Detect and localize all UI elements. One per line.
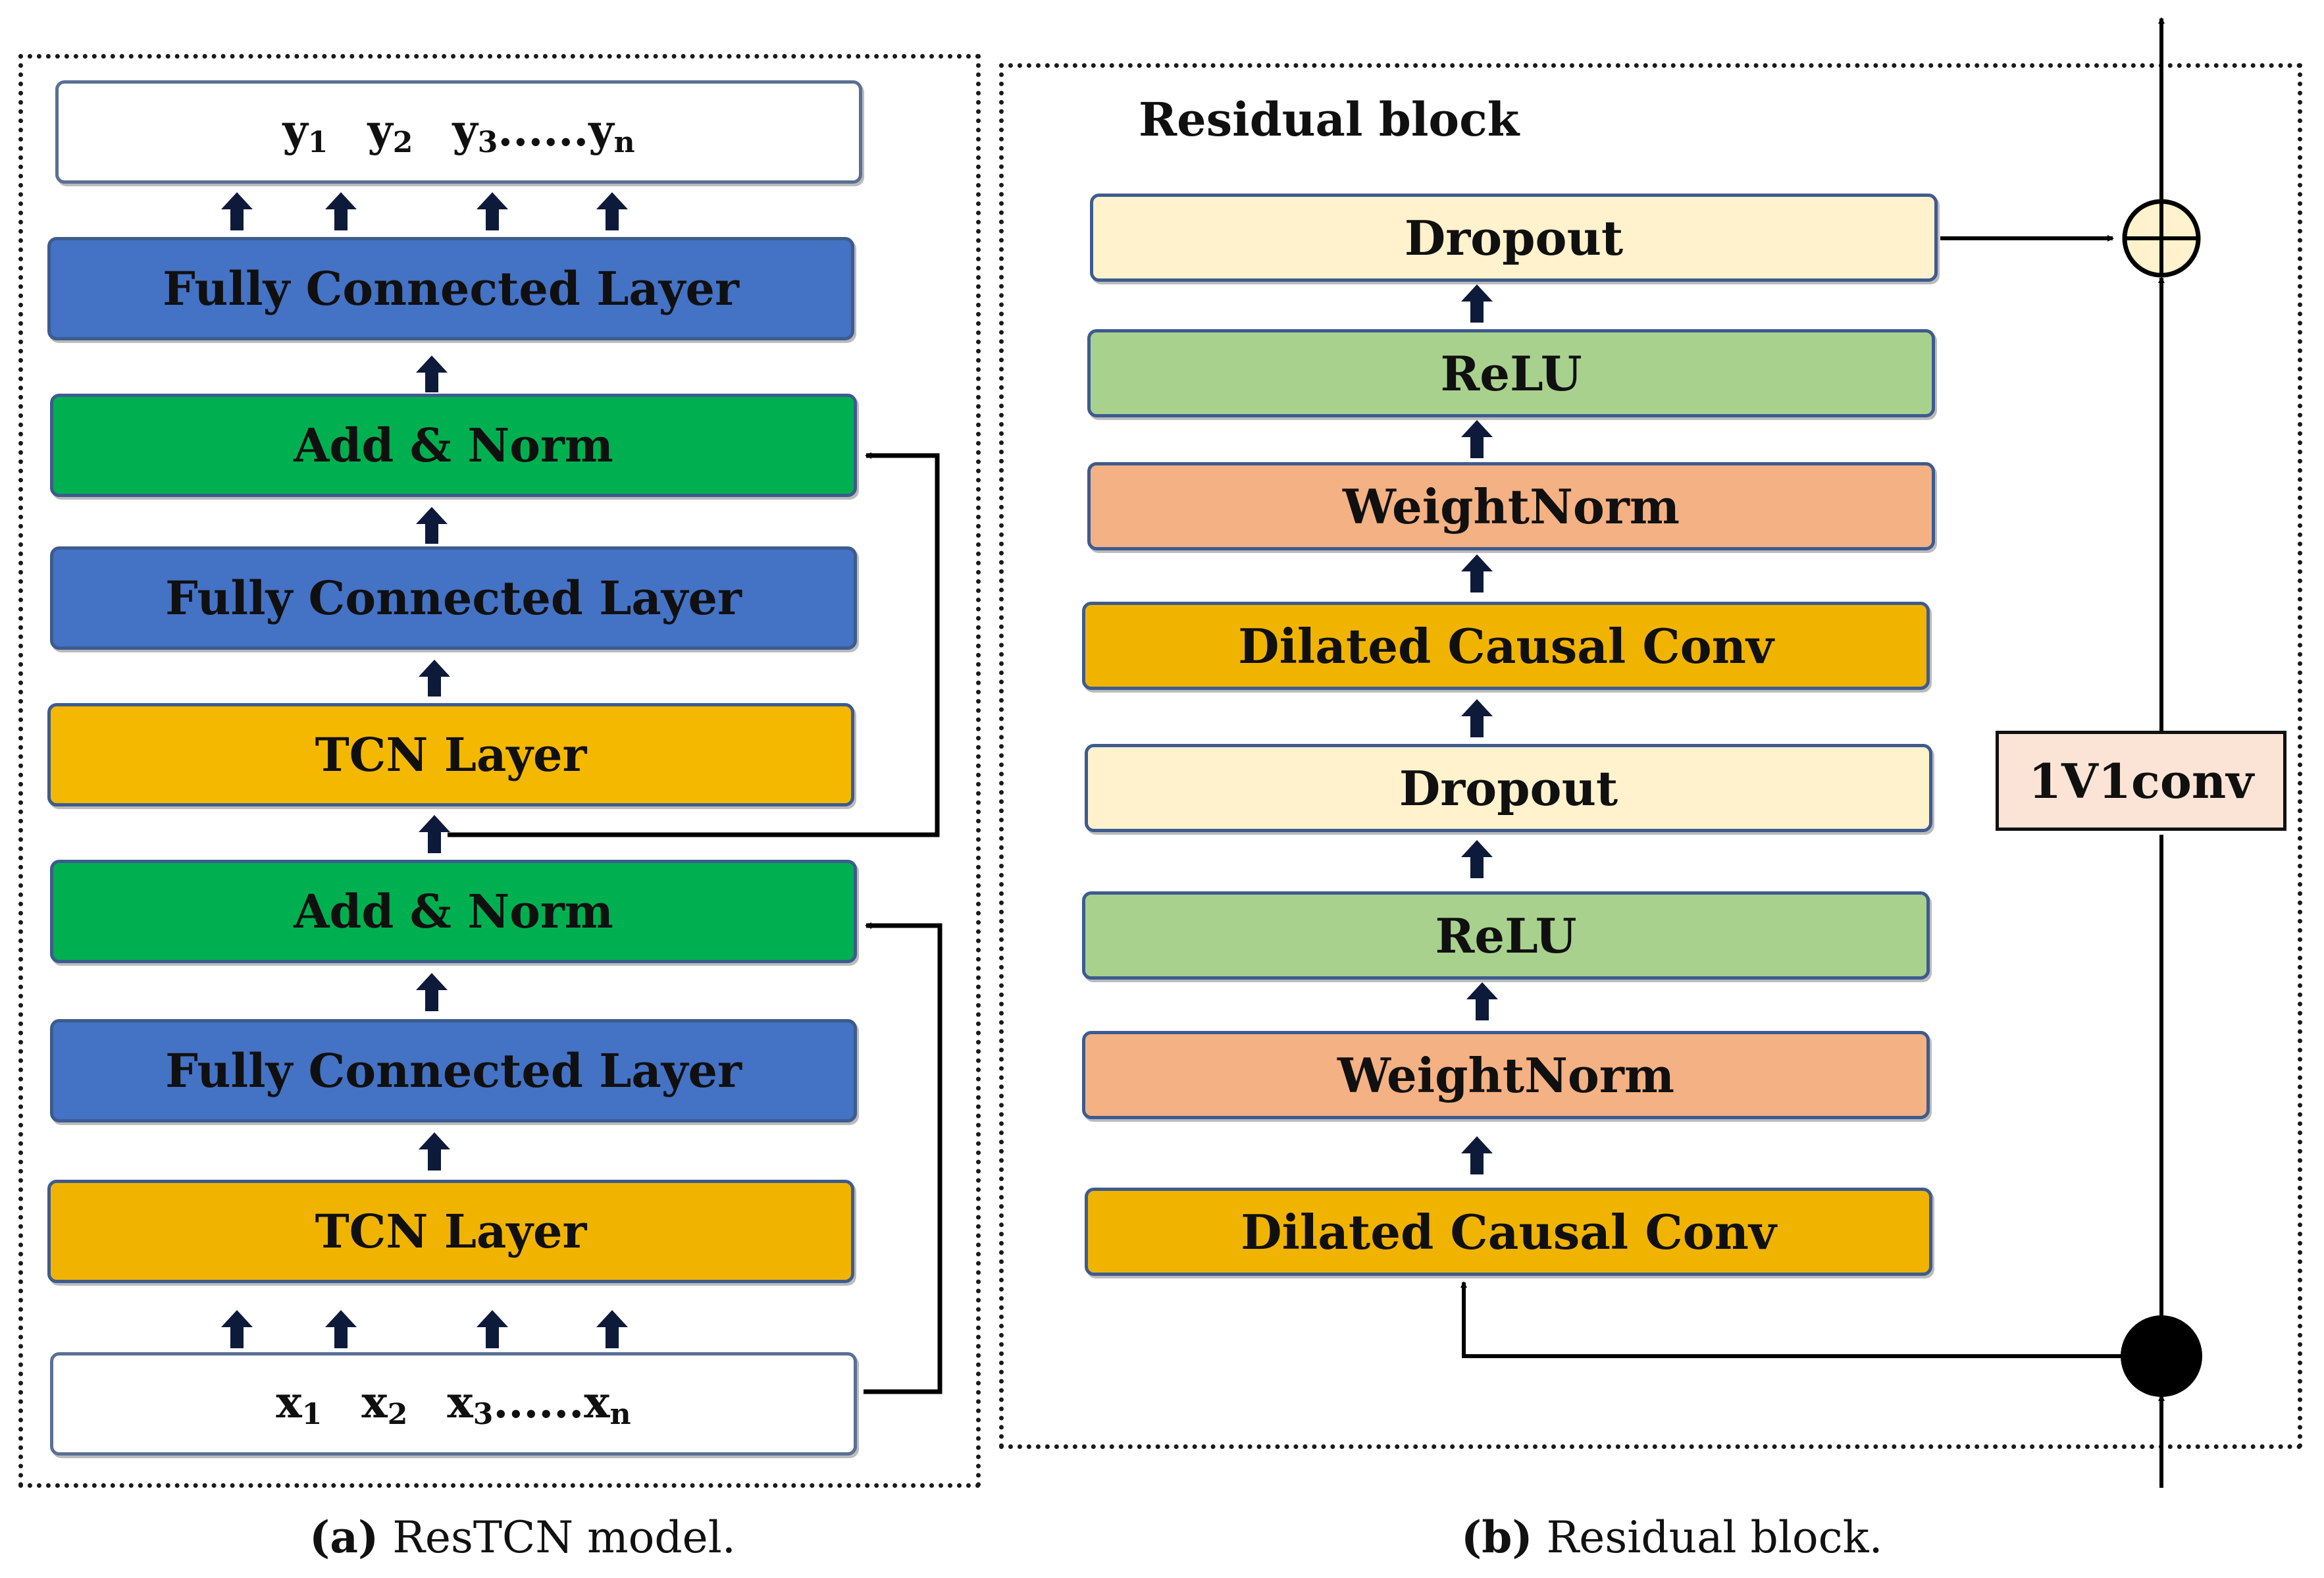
- up-arrow-icon: [419, 660, 450, 697]
- b-weightnorm-1: WeightNorm: [1082, 1031, 1930, 1119]
- up-arrow-icon: [1461, 840, 1493, 878]
- panel-a-frame: [18, 54, 981, 1488]
- a-fully-connected-layer-2: Fully Connected Layer: [50, 546, 857, 650]
- panel-b-frame: [999, 63, 2302, 1449]
- residual-connection-2: [448, 452, 940, 837]
- up-arrow-icon: [1461, 420, 1493, 458]
- b-dilated-causal-conv-1: Dilated Causal Conv: [1085, 1188, 1932, 1276]
- a-tcn-layer-1: TCN Layer: [47, 1180, 854, 1283]
- a-tcn-layer-2: TCN Layer: [47, 703, 854, 806]
- b-dilated-causal-conv-2: Dilated Causal Conv: [1082, 602, 1930, 690]
- main-path-input-line: [1460, 1281, 2151, 1358]
- up-arrow-icon: [416, 973, 448, 1011]
- a-add-norm-1: Add & Norm: [50, 860, 857, 963]
- caption-a: (a) ResTCN model.: [309, 1512, 736, 1563]
- up-arrow-icon: [1461, 284, 1493, 323]
- b-up-arrows: [1461, 284, 1498, 1174]
- up-arrow-icon: [596, 192, 628, 230]
- b-dropout-1: Dropout: [1085, 744, 1932, 832]
- input-x1: x1: [276, 1377, 323, 1431]
- up-arrow-icon: [1461, 699, 1493, 737]
- residual-connection-1: [864, 922, 943, 1394]
- a-add-norm-2: Add & Norm: [50, 394, 857, 497]
- up-arrow-icon: [1461, 554, 1493, 592]
- b-dropout-2: Dropout: [1090, 194, 1938, 282]
- up-arrow-icon: [416, 355, 448, 392]
- output-y2: y2: [367, 105, 413, 159]
- up-arrow-icon: [477, 1310, 508, 1348]
- up-arrow-icon: [477, 192, 508, 230]
- b-skip-lines: [1460, 17, 2165, 1488]
- a-fully-connected-layer-3: Fully Connected Layer: [47, 237, 854, 340]
- caption-b: (b) Residual block.: [1461, 1512, 1883, 1563]
- b-1v1conv-box: 1V1conv: [1996, 731, 2286, 831]
- up-arrow-icon: [325, 192, 357, 230]
- output-y1: y1: [282, 105, 328, 159]
- input-sequence-box: x1 x2 x3......xn: [50, 1352, 857, 1456]
- input-x3-xn: x3......xn: [447, 1377, 631, 1431]
- up-arrow-icon: [419, 815, 450, 853]
- split-node-icon: [2121, 1315, 2202, 1397]
- residual-block-title: Residual block: [1139, 92, 1520, 147]
- a-residual-lines: [448, 452, 943, 1394]
- up-arrow-icon: [596, 1310, 628, 1348]
- a-up-arrows: [221, 192, 628, 1348]
- up-arrow-icon: [221, 1310, 253, 1348]
- up-arrow-icon: [416, 507, 448, 544]
- sum-node-icon: [2122, 199, 2201, 278]
- up-arrow-icon: [1461, 1136, 1493, 1174]
- b-relu-2: ReLU: [1087, 329, 1935, 417]
- up-arrow-icon: [1466, 982, 1498, 1020]
- up-arrow-icon: [419, 1132, 450, 1170]
- up-arrow-icon: [221, 192, 253, 230]
- up-arrow-icon: [325, 1310, 357, 1348]
- input-x2: x2: [361, 1377, 408, 1431]
- output-sequence-box: y1 y2 y3......yn: [55, 80, 862, 184]
- b-relu-1: ReLU: [1082, 891, 1930, 980]
- output-y3-yn: y3......yn: [452, 105, 635, 159]
- a-fully-connected-layer-1: Fully Connected Layer: [50, 1019, 857, 1122]
- b-weightnorm-2: WeightNorm: [1087, 462, 1935, 550]
